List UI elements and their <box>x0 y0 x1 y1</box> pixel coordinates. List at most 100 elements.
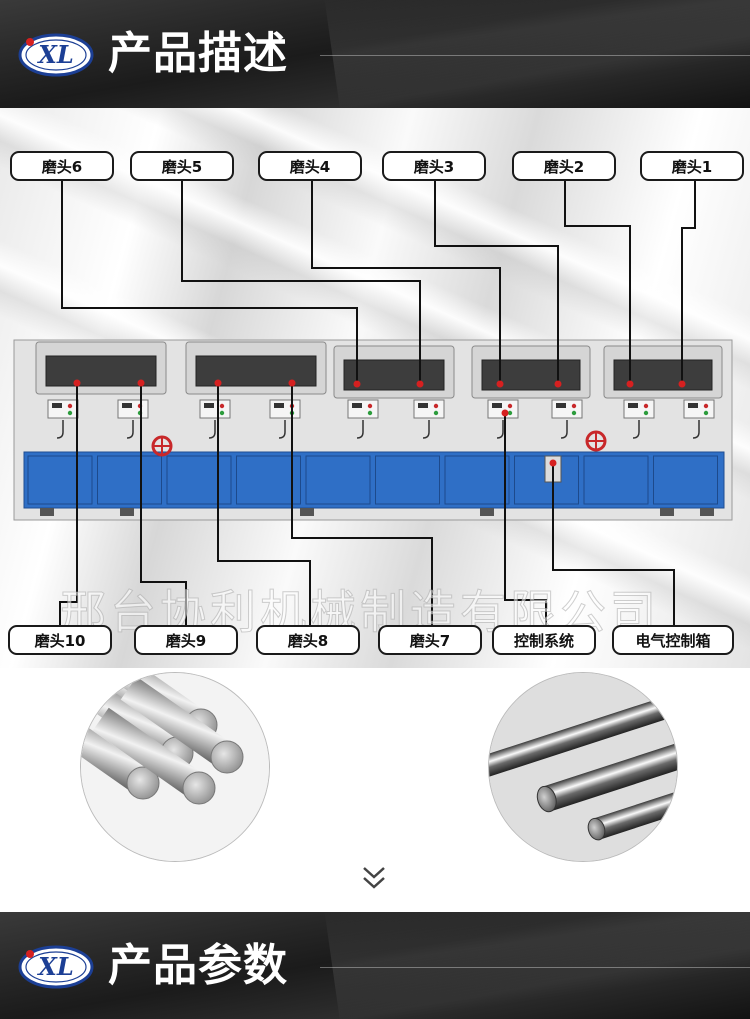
marker-head7 <box>288 379 296 387</box>
callout-label-head9: 磨头9 <box>134 625 238 655</box>
banner-rule <box>320 967 750 968</box>
housing-window <box>481 359 581 391</box>
callout-label-head4: 磨头4 <box>258 151 362 181</box>
callout-label-control-system: 控制系统 <box>492 625 596 655</box>
leader-line-head9 <box>140 383 187 625</box>
double-chevron-down-icon[interactable] <box>358 862 390 894</box>
panel-button <box>367 403 373 409</box>
control-panel-box <box>683 399 715 419</box>
header-banner: XL 产品描述 <box>0 0 750 108</box>
machine-foot <box>120 508 134 516</box>
callout-label-head6: 磨头6 <box>10 151 114 181</box>
steel-rod-bundle-photo <box>80 672 270 862</box>
cabinet-door <box>375 455 440 505</box>
leader-line-head3 <box>434 179 559 384</box>
xl-logo-icon: XL <box>18 945 94 989</box>
panel-handle <box>126 420 134 439</box>
panel-handle <box>632 420 640 439</box>
panel-button <box>67 403 73 409</box>
machine-foot <box>700 508 714 516</box>
callout-label-head5: 磨头5 <box>130 151 234 181</box>
cabinet-door <box>583 455 649 505</box>
xl-logo-icon: XL <box>18 33 94 77</box>
marker-head6 <box>353 380 361 388</box>
section-title: 产品参数 <box>108 940 288 991</box>
leader-line-head10 <box>59 383 78 625</box>
housing-window <box>195 355 317 387</box>
callout-label-head10: 磨头10 <box>8 625 112 655</box>
panel-handle <box>208 420 216 439</box>
panel-button <box>367 410 373 416</box>
panel-button <box>571 403 577 409</box>
banner-rule <box>320 55 750 56</box>
panel-display <box>688 403 698 408</box>
panel-display <box>556 403 566 408</box>
parameters-banner: XL 产品参数 <box>0 912 750 1019</box>
panel-display <box>274 403 284 408</box>
leader-line-head5 <box>181 179 421 384</box>
leader-line-head8 <box>217 383 311 625</box>
panel-display <box>418 403 428 408</box>
blue-cabinet-band <box>23 451 725 509</box>
leader-line-head6 <box>61 179 358 384</box>
control-panel-box <box>347 399 379 419</box>
panel-button <box>433 403 439 409</box>
panel-button <box>67 410 73 416</box>
logo-text: XL <box>36 40 74 69</box>
cabinet-door <box>166 455 232 505</box>
grinding-head-housings <box>35 341 723 399</box>
cabinet-door <box>236 455 301 505</box>
callout-label-head3: 磨头3 <box>382 151 486 181</box>
panel-display <box>352 403 362 408</box>
panel-button <box>643 410 649 416</box>
cabinet-door <box>27 455 93 505</box>
machine-foot <box>40 508 54 516</box>
leader-line-head4 <box>311 179 501 384</box>
panel-button <box>219 403 225 409</box>
marker-head1 <box>678 380 686 388</box>
steel-rod <box>81 702 160 800</box>
panel-button <box>507 410 513 416</box>
panel-display <box>628 403 638 408</box>
panel-handle <box>692 420 700 439</box>
panel-button <box>507 403 513 409</box>
callout-markers <box>73 379 686 467</box>
machine-diagram: 邢台协利机械制造有限公司 <box>0 108 750 668</box>
cabinet-door <box>97 455 162 505</box>
machine-feet <box>40 508 714 516</box>
leader-line-head1 <box>681 179 696 384</box>
machine-foot <box>300 508 314 516</box>
leader-line-head7 <box>291 383 433 625</box>
panel-button <box>703 410 709 416</box>
panel-button <box>571 410 577 416</box>
panel-handle <box>560 420 568 439</box>
hand-wheel-icon <box>585 430 607 452</box>
panel-button <box>219 410 225 416</box>
leader-line-control-system <box>504 413 547 625</box>
control-panel-box <box>199 399 231 419</box>
panel-handle <box>496 420 504 439</box>
marker-head8 <box>214 379 222 387</box>
panel-display <box>52 403 62 408</box>
marker-head10 <box>73 379 81 387</box>
callout-label-head7: 磨头7 <box>378 625 482 655</box>
panel-handle <box>356 420 364 439</box>
panel-display <box>204 403 214 408</box>
machine-foot <box>480 508 494 516</box>
callout-label-head1: 磨头1 <box>640 151 744 181</box>
panel-button <box>703 403 709 409</box>
control-panel-box <box>413 399 445 419</box>
steel-rod <box>92 707 216 805</box>
polished-rod-photo <box>488 672 678 862</box>
steel-rod <box>120 676 244 774</box>
marker-head3 <box>554 380 562 388</box>
panel-button <box>433 410 439 416</box>
control-panel-box <box>47 399 79 419</box>
cabinet-door <box>653 455 718 505</box>
marker-head9 <box>137 379 145 387</box>
panel-handle <box>278 420 286 439</box>
leader-line-head2 <box>564 179 631 384</box>
marker-head4 <box>496 380 504 388</box>
control-panels <box>47 399 715 439</box>
marker-head2 <box>626 380 634 388</box>
